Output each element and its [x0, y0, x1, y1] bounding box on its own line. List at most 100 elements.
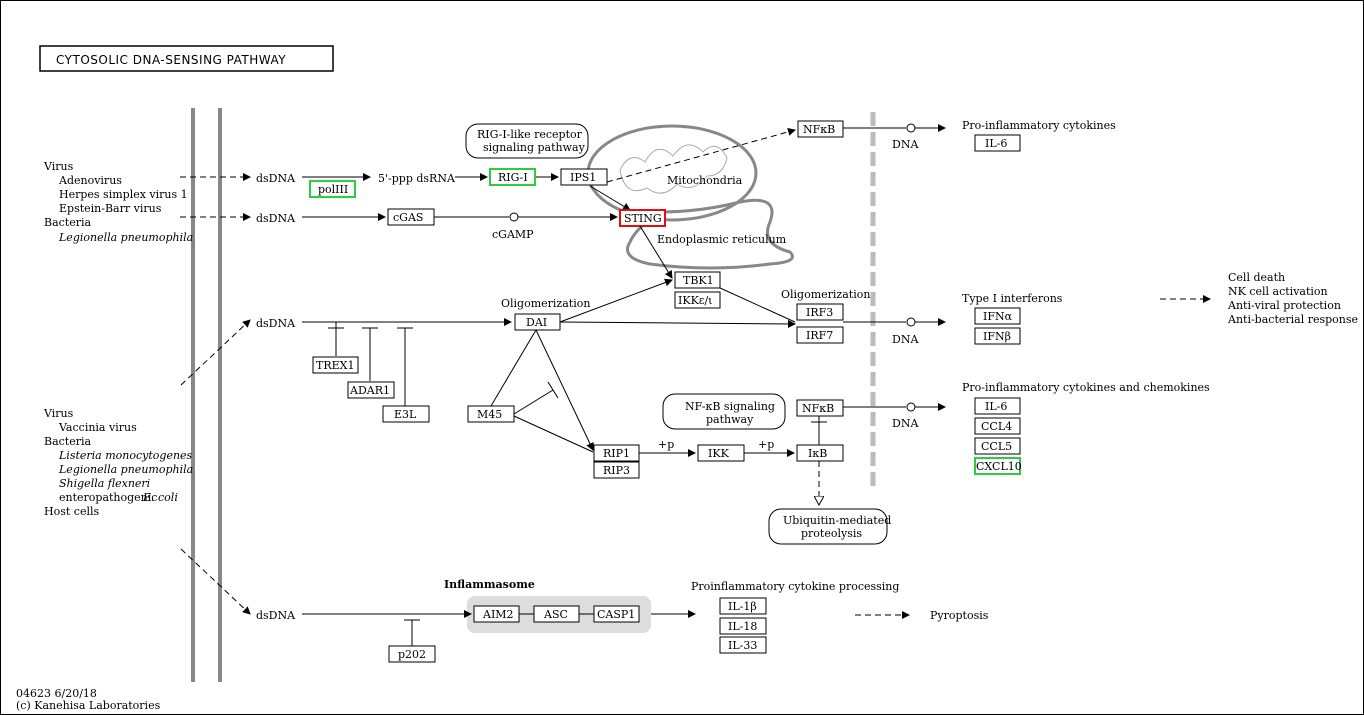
inhibition-p202 [404, 619, 420, 646]
gene-ikk[interactable]: IKK [697, 444, 745, 462]
svg-text:IKKε/ι: IKKε/ι [678, 294, 713, 307]
gene-aim2[interactable]: AIM2 [473, 605, 520, 623]
gene-ccl4[interactable]: CCL4 [974, 417, 1021, 435]
gene-nfkb-top[interactable]: NFκB [797, 120, 844, 138]
diagram-title: CYTOSOLIC DNA-SENSING PATHWAY [39, 45, 334, 72]
svg-text:Listeria monocytogenes: Listeria monocytogenes [58, 449, 193, 462]
svg-text:IFNα: IFNα [983, 310, 1013, 323]
pathogen-list-top: Virus Adenovirus Herpes simplex virus 1 … [43, 160, 193, 244]
svg-text:pathway: pathway [706, 413, 754, 426]
svg-text:Anti-bacterial response: Anti-bacterial response [1227, 313, 1358, 326]
gene-il6-mid[interactable]: IL-6 [974, 397, 1021, 415]
gene-ccl5[interactable]: CCL5 [974, 437, 1021, 455]
gene-il6-top[interactable]: IL-6 [974, 134, 1021, 152]
dna-node-bottom [906, 402, 916, 412]
gene-cgas[interactable]: cGAS [387, 208, 435, 226]
gene-rip3[interactable]: RIP3 [593, 461, 640, 479]
edge-dai-m45 [490, 329, 537, 407]
svg-text:Virus: Virus [43, 407, 74, 420]
svg-text:NK cell activation: NK cell activation [1228, 285, 1328, 298]
ubiquitin-pathway-node[interactable]: Ubiquitin-mediated proteolysis [768, 508, 891, 545]
pathogen-list-bottom: Virus Vaccinia virus Bacteria Listeria m… [43, 407, 193, 518]
svg-text:Virus: Virus [43, 160, 74, 173]
dna-node-mid [906, 317, 916, 327]
inhibit-m45-bar [547, 381, 559, 399]
rig-pathway-node[interactable]: RIG-I-like receptor signaling pathway [465, 123, 589, 159]
gene-ifna[interactable]: IFNα [974, 307, 1021, 325]
svg-text:CCL5: CCL5 [981, 440, 1012, 453]
gene-tbk1[interactable]: TBK1 [674, 271, 721, 289]
svg-text:CCL4: CCL4 [981, 420, 1012, 433]
pro-cytokines-label: Pro-inflammatory cytokines [962, 119, 1116, 132]
gene-sting[interactable]: STING [619, 209, 666, 227]
svg-text:Bacteria: Bacteria [44, 216, 92, 229]
svg-text:enteropathogenic: enteropathogenic [59, 491, 157, 504]
oligo-label-2: Oligomerization [781, 288, 870, 301]
gene-dai[interactable]: DAI [514, 313, 561, 331]
svg-text:IL-6: IL-6 [985, 400, 1007, 413]
cgamp-compound[interactable] [509, 212, 519, 222]
gene-il18[interactable]: IL-18 [719, 617, 767, 635]
mitochondria-shape [586, 124, 758, 222]
ppp-dsrna-label: 5'-ppp dsRNA [378, 172, 456, 185]
gene-ifnb[interactable]: IFNβ [974, 327, 1021, 345]
svg-text:Host cells: Host cells [44, 505, 99, 518]
svg-text:AIM2: AIM2 [482, 608, 514, 621]
dna-label-bottom: DNA [892, 417, 919, 430]
svg-text:CXCL10: CXCL10 [976, 460, 1022, 473]
outcome-list: Cell death NK cell activation Anti-viral… [1227, 271, 1358, 326]
svg-text:IL-1β: IL-1β [728, 600, 757, 613]
gene-rigi[interactable]: RIG-I [489, 168, 536, 186]
svg-text:signaling pathway: signaling pathway [483, 141, 586, 154]
svg-text:IKK: IKK [708, 447, 730, 460]
gene-asc[interactable]: ASC [533, 605, 580, 623]
mitochondria-label: Mitochondria [667, 174, 743, 187]
edge-m45-rip1 [513, 415, 594, 453]
svg-text:Shigella flexneri: Shigella flexneri [59, 477, 150, 490]
gene-trex1[interactable]: TREX1 [312, 356, 359, 374]
svg-text:IRF7: IRF7 [806, 329, 833, 342]
svg-text:RIP3: RIP3 [603, 464, 630, 477]
svg-text:ASC: ASC [543, 608, 568, 621]
gene-polIII[interactable]: polIII [309, 180, 356, 198]
gene-il1b[interactable]: IL-1β [719, 597, 767, 615]
gene-irf3[interactable]: IRF3 [796, 303, 844, 321]
svg-text:RIG-I: RIG-I [498, 171, 528, 184]
gene-rip1[interactable]: RIP1 [593, 444, 640, 462]
gene-m45[interactable]: M45 [467, 405, 515, 423]
gene-e3l[interactable]: E3L [382, 405, 430, 423]
gene-p202[interactable]: p202 [388, 645, 436, 663]
gene-ikke[interactable]: IKKε/ι [674, 291, 721, 309]
svg-text:IL-33: IL-33 [728, 639, 757, 652]
svg-text:NFκB: NFκB [803, 123, 835, 136]
nfkb-pathway-node[interactable]: NF-κB signaling pathway [662, 393, 786, 430]
entry-arrow-3 [180, 319, 251, 386]
svg-text:DAI: DAI [526, 316, 547, 329]
gene-irf7[interactable]: IRF7 [796, 326, 844, 344]
svg-text:Vaccinia virus: Vaccinia virus [58, 421, 137, 434]
svg-text:proteolysis: proteolysis [801, 527, 862, 540]
gene-cxcl10[interactable]: CXCL10 [974, 457, 1022, 475]
inhibit-m45-path [513, 389, 554, 415]
cgamp-label: cGAMP [492, 228, 534, 241]
gene-casp1[interactable]: CASP1 [593, 605, 640, 623]
gene-il33[interactable]: IL-33 [719, 636, 767, 654]
svg-text:Herpes simplex virus 1: Herpes simplex virus 1 [59, 188, 188, 201]
inhibition-trex1 [328, 322, 344, 356]
er-label: Endoplasmic reticulum [657, 233, 787, 246]
gene-ips1[interactable]: IPS1 [560, 168, 608, 186]
gene-adar1[interactable]: ADAR1 [347, 381, 395, 399]
gene-ikb[interactable]: IκB [796, 444, 844, 462]
svg-text:polIII: polIII [318, 183, 348, 196]
inhibition-e3l [397, 327, 413, 406]
gene-nfkb-mid[interactable]: NFκB [796, 399, 844, 417]
svg-text:RIG-I-like receptor: RIG-I-like receptor [477, 128, 583, 141]
svg-text:M45: M45 [477, 408, 502, 421]
svg-text:CYTOSOLIC DNA-SENSING PATHWAY: CYTOSOLIC DNA-SENSING PATHWAY [56, 53, 286, 67]
svg-text:Legionella pneumophila: Legionella pneumophila [58, 463, 193, 476]
dsdna-label-3: dsDNA [256, 317, 296, 330]
svg-text:IRF3: IRF3 [806, 306, 833, 319]
edge-ips1-sting [589, 185, 631, 211]
svg-text:E. coli: E. coli [142, 491, 178, 504]
